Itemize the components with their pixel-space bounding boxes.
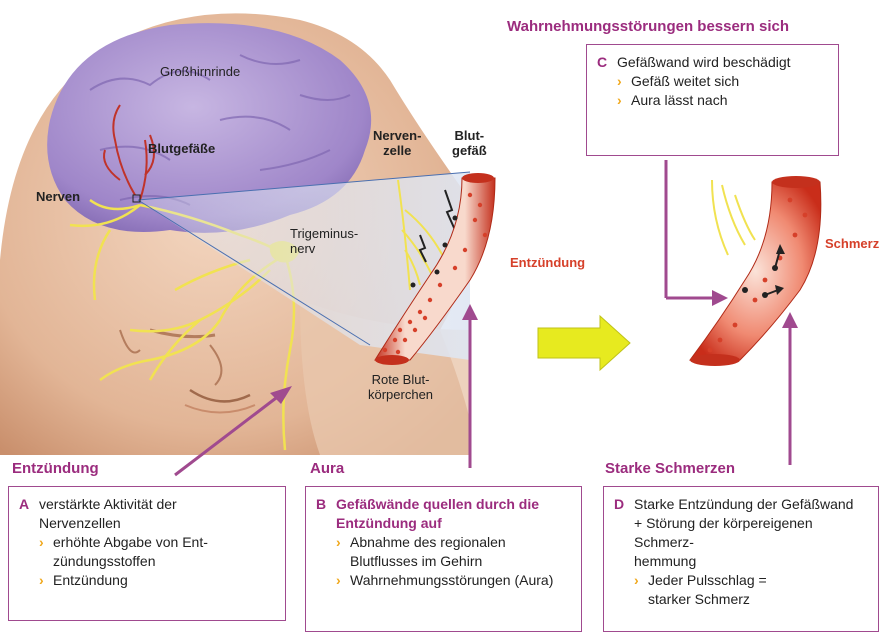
heading-wahrnehmung: Wahrnehmungsstörungen bessern sich bbox=[507, 18, 789, 35]
arrowhead-d bbox=[782, 312, 798, 328]
box-a-main: verstärkte Aktivität der Nervenzellen bbox=[39, 495, 229, 533]
box-d-main: Starke Entzündung der Gefäßwand + Störun… bbox=[634, 495, 859, 571]
box-b-bullet-1: ›Abnahme des regionalen Blutflusses im G… bbox=[336, 533, 565, 571]
chevron-icon: › bbox=[39, 533, 44, 552]
box-b-bullet-2: ›Wahrnehmungsstörungen (Aura) bbox=[336, 571, 580, 590]
chevron-icon: › bbox=[634, 571, 639, 590]
box-a-bullet-2: ›Entzündung bbox=[39, 571, 275, 590]
box-d-letter: D bbox=[614, 495, 624, 514]
label-nervenzelle: Nerven- zelle bbox=[373, 128, 421, 158]
box-c-main: Gefäßwand wird beschädigt bbox=[617, 53, 828, 72]
transition-arrow bbox=[538, 316, 630, 370]
heading-aura: Aura bbox=[310, 460, 344, 477]
label-entzuendung: Entzündung bbox=[510, 255, 585, 270]
label-blutgefaesse: Blutgefäße bbox=[148, 141, 215, 156]
box-a-letter: A bbox=[19, 495, 29, 514]
label-trigeminusnerv: Trigeminus- nerv bbox=[290, 226, 358, 256]
chevron-icon: › bbox=[336, 533, 341, 552]
box-c-letter: C bbox=[597, 53, 607, 72]
chevron-icon: › bbox=[336, 571, 341, 590]
box-c-bullet-2: ›Aura lässt nach bbox=[617, 91, 828, 110]
box-d: D Starke Entzündung der Gefäßwand + Stör… bbox=[603, 486, 879, 632]
box-c-bullet-1: ›Gefäß weitet sich bbox=[617, 72, 828, 91]
chevron-icon: › bbox=[617, 72, 622, 91]
label-blutgefaess: Blut- gefäß bbox=[452, 128, 487, 158]
arrowhead-c bbox=[712, 290, 728, 306]
label-schmerz: Schmerz bbox=[825, 236, 879, 251]
chevron-icon: › bbox=[617, 91, 622, 110]
heading-starke-schmerzen: Starke Schmerzen bbox=[605, 460, 735, 477]
box-a: A verstärkte Aktivität der Nervenzellen … bbox=[8, 486, 286, 621]
chevron-icon: › bbox=[39, 571, 44, 590]
label-grosshirnrinde: Großhirnrinde bbox=[160, 64, 240, 79]
box-b-letter: B bbox=[316, 495, 326, 514]
box-d-bullet-1: ›Jeder Pulsschlag = starker Schmerz bbox=[634, 571, 808, 609]
box-c: C Gefäßwand wird beschädigt ›Gefäß weite… bbox=[586, 44, 839, 156]
box-a-bullet-1: ›erhöhte Abgabe von Ent- zündungsstoffen bbox=[39, 533, 275, 571]
heading-entzuendung: Entzündung bbox=[12, 460, 99, 477]
inflamed-vessel bbox=[690, 176, 821, 366]
label-nerven: Nerven bbox=[36, 189, 80, 204]
box-b-main: Gefäßwände quellen durch die Entzündung … bbox=[336, 495, 561, 533]
box-b: B Gefäßwände quellen durch die Entzündun… bbox=[305, 486, 582, 632]
label-rote-blutkoerperchen: Rote Blut- körperchen bbox=[368, 372, 433, 402]
